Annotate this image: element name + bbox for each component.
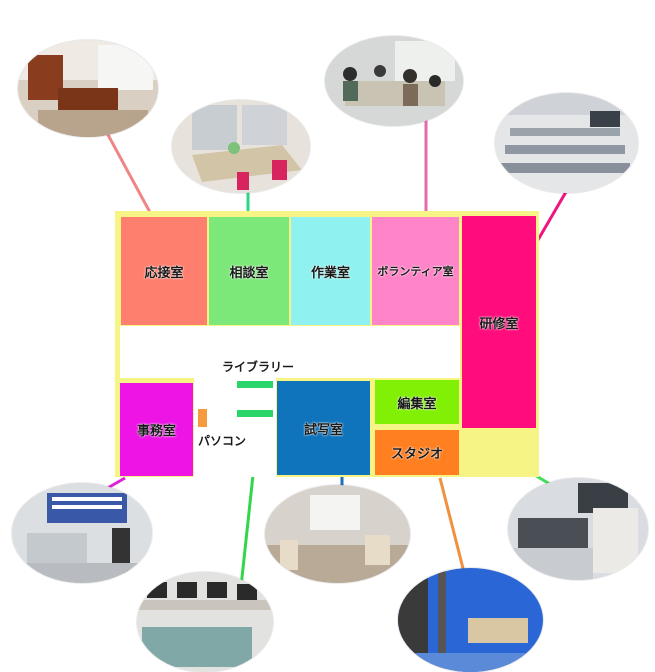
room-volunteer: ボランティア室 (372, 217, 459, 325)
library-shelf-upper (237, 381, 273, 388)
room-volunteer-label: ボランティア室 (377, 265, 454, 278)
pc-label: パソコン (198, 434, 247, 448)
room-studio-label: スタジオ (390, 447, 443, 462)
photo-volunteer (325, 36, 463, 126)
room-reception: 応接室 (121, 217, 207, 325)
connector-reception (98, 119, 154, 217)
room-consultation: 相談室 (209, 217, 289, 325)
room-office-label: 事務室 (136, 424, 176, 439)
room-preview: 試写室 (277, 381, 370, 475)
room-consultation-label: 相談室 (229, 265, 269, 281)
room-work: 作業室 (291, 217, 370, 325)
right-bottom-floor (460, 430, 539, 477)
photo-training (495, 93, 638, 193)
center-floor (194, 378, 276, 477)
room-editing-label: 編集室 (397, 396, 437, 412)
room-editing: 編集室 (375, 380, 459, 424)
room-reception-label: 応接室 (144, 265, 184, 281)
photo-pc (137, 572, 273, 672)
photo-preview (265, 485, 410, 583)
room-studio: スタジオ (375, 430, 459, 475)
room-training-label: 研修室 (479, 316, 519, 332)
room-office: 事務室 (120, 383, 193, 476)
corridor (120, 326, 460, 378)
photo-office (12, 483, 152, 583)
library-label: ライブラリー (222, 360, 295, 374)
pc-desk (198, 409, 207, 427)
room-work-label: 作業室 (310, 265, 350, 281)
room-preview-label: 試写室 (303, 422, 343, 438)
room-training: 研修室 (462, 216, 536, 428)
photo-studio (398, 568, 543, 672)
connector-training (533, 184, 572, 246)
photo-reception (18, 40, 158, 137)
photo-consultation (172, 100, 310, 193)
photo-editing (508, 478, 648, 580)
library-shelf-lower (237, 410, 273, 417)
